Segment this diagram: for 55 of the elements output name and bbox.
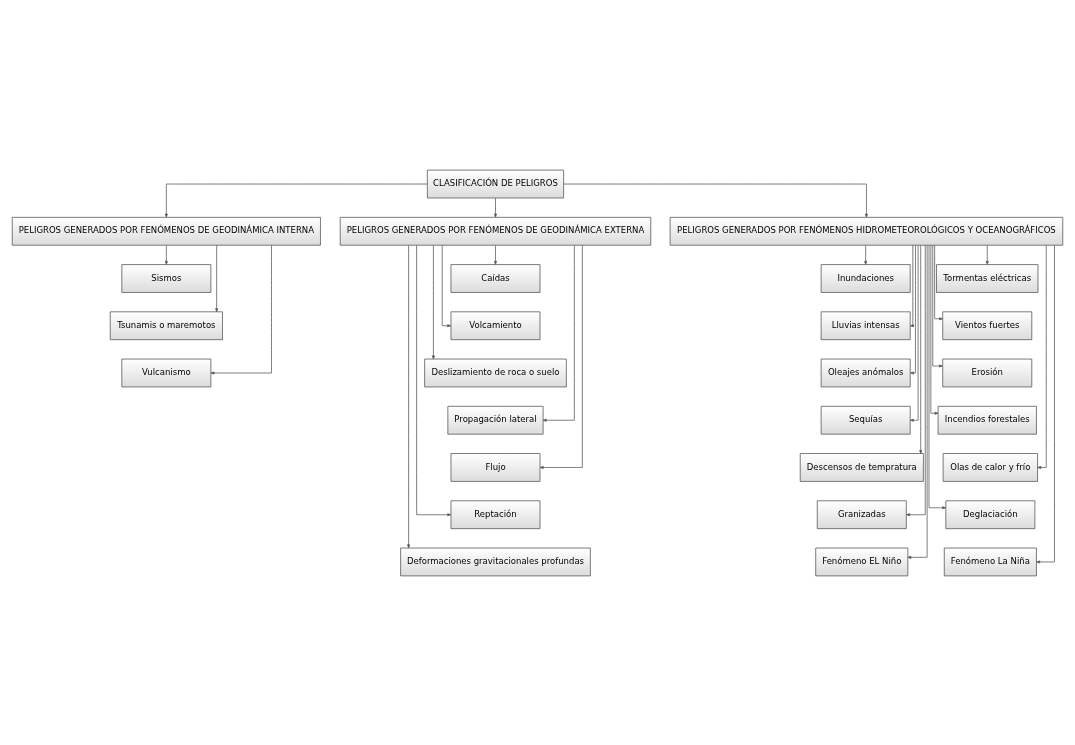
node-box: Propagación lateral (447, 405, 544, 435)
node-box: Olas de calor y frío (942, 452, 1038, 482)
arrow (215, 244, 219, 312)
arrow (928, 244, 947, 509)
arrow (416, 244, 452, 516)
node-box: Erosión (942, 358, 1033, 387)
arrow (1037, 244, 1047, 469)
arrow (864, 244, 868, 265)
arrow (164, 244, 168, 265)
node-box: Deslizamiento de roca o suelo (424, 358, 567, 387)
node-box: Inundaciones (820, 263, 911, 293)
arrow (930, 244, 939, 415)
node-box: CLASIFICACIÓN DE PELIGROS (426, 169, 565, 198)
node-box: PELIGROS GENERADOS POR FENÓMENOS DE GEODINÁMICA EXTERNA (339, 216, 652, 246)
arrow (919, 244, 923, 454)
arrow (542, 244, 575, 422)
arrow (164, 183, 428, 217)
arrow (934, 244, 944, 320)
arrow (494, 197, 497, 217)
arrow (563, 183, 868, 217)
node-box: Oleajes anómalos (820, 358, 911, 387)
arrow (407, 244, 411, 548)
arrow (431, 244, 435, 359)
node-box: PELIGROS GENERADOS POR FENÓMENOS HIDROMETEOROLÓGICOS Y OCEANOGRÁFICOS (669, 216, 1064, 246)
arrow (494, 244, 497, 265)
node-box: Tormentas eléctricas (936, 263, 1039, 293)
node-box: Vientos fuertes (942, 310, 1033, 340)
node-box: Caídas (450, 263, 541, 293)
arrow (909, 244, 914, 327)
node-box: Fenómeno La Niña (943, 547, 1037, 576)
node-box: Vulcanismo (121, 358, 212, 387)
node-box: Sismos (121, 263, 212, 293)
node-box: Flujo (450, 452, 541, 482)
node-box: Reptación (450, 499, 541, 529)
node-box: Tsunamis o maremotos (109, 310, 223, 340)
node-box: Incendios forestales (937, 405, 1037, 435)
node-box: Granizadas (816, 499, 907, 529)
arrow (909, 244, 919, 422)
arrow (441, 244, 452, 327)
node-box: Lluvias intensas (820, 310, 911, 340)
node-box: Deformaciones gravitacionales profundas (400, 547, 591, 576)
node-box: Volcamiento (450, 310, 541, 340)
arrow (1036, 244, 1055, 563)
arrow (906, 244, 926, 516)
node-box: Descensos de tempratura (799, 452, 924, 482)
node-box: PELIGROS GENERADOS POR FENÓMENOS DE GEODINÁMICA INTERNA (11, 216, 321, 246)
node-box: Deglaciación (945, 499, 1036, 529)
arrow (907, 244, 928, 559)
arrow (210, 244, 272, 374)
node-box: Sequías (820, 405, 911, 435)
arrow (910, 244, 916, 374)
arrow (932, 244, 943, 367)
arrow (539, 244, 583, 469)
arrow (985, 244, 989, 265)
node-box: Fenómeno EL Niño (815, 547, 909, 576)
